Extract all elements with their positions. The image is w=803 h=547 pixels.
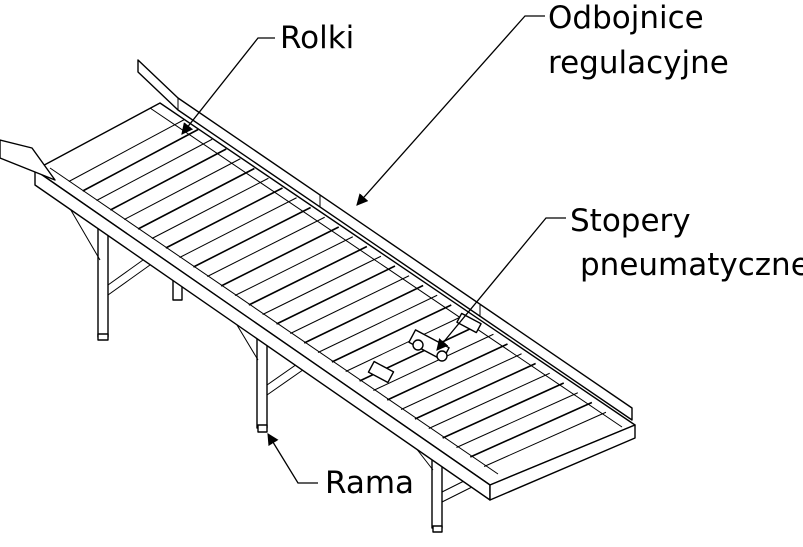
roller — [400, 353, 522, 410]
side-guards — [0, 59, 633, 421]
roller — [96, 138, 213, 201]
label-odbojnice-line1: Odbojnice — [548, 0, 704, 36]
roller — [456, 392, 579, 448]
roller — [345, 314, 466, 372]
roller — [262, 255, 382, 315]
roller — [123, 158, 241, 220]
label-rama: Rama — [325, 465, 415, 501]
roller — [483, 411, 607, 467]
roller — [110, 148, 227, 211]
roller — [469, 401, 593, 458]
pneumatic-stoppers — [367, 312, 482, 384]
label-stopery-line1: Stopery — [570, 203, 691, 239]
roller — [165, 187, 283, 249]
roller — [151, 177, 269, 239]
roller — [428, 372, 550, 429]
roller — [68, 119, 185, 182]
roller — [193, 206, 311, 268]
roller — [220, 226, 340, 287]
roller — [317, 294, 438, 353]
roller — [386, 343, 508, 401]
roller — [442, 382, 565, 439]
roller — [414, 362, 536, 420]
label-odbojnice-line2: regulacyjne — [548, 45, 729, 81]
roller — [179, 197, 297, 258]
roller — [303, 284, 424, 344]
roller — [82, 128, 199, 192]
rollers — [68, 119, 607, 467]
leader-lines — [181, 15, 566, 484]
roller — [331, 304, 452, 363]
roller — [373, 333, 494, 391]
label-rolki: Rolki — [280, 20, 355, 56]
roller — [290, 275, 410, 334]
label-stopery-line2: pneumatyczne — [580, 247, 803, 283]
conveyor-frame — [34, 102, 636, 501]
roller — [234, 236, 354, 296]
roller — [137, 167, 255, 230]
roller — [207, 216, 325, 277]
roller — [248, 245, 368, 306]
roller — [276, 265, 396, 325]
